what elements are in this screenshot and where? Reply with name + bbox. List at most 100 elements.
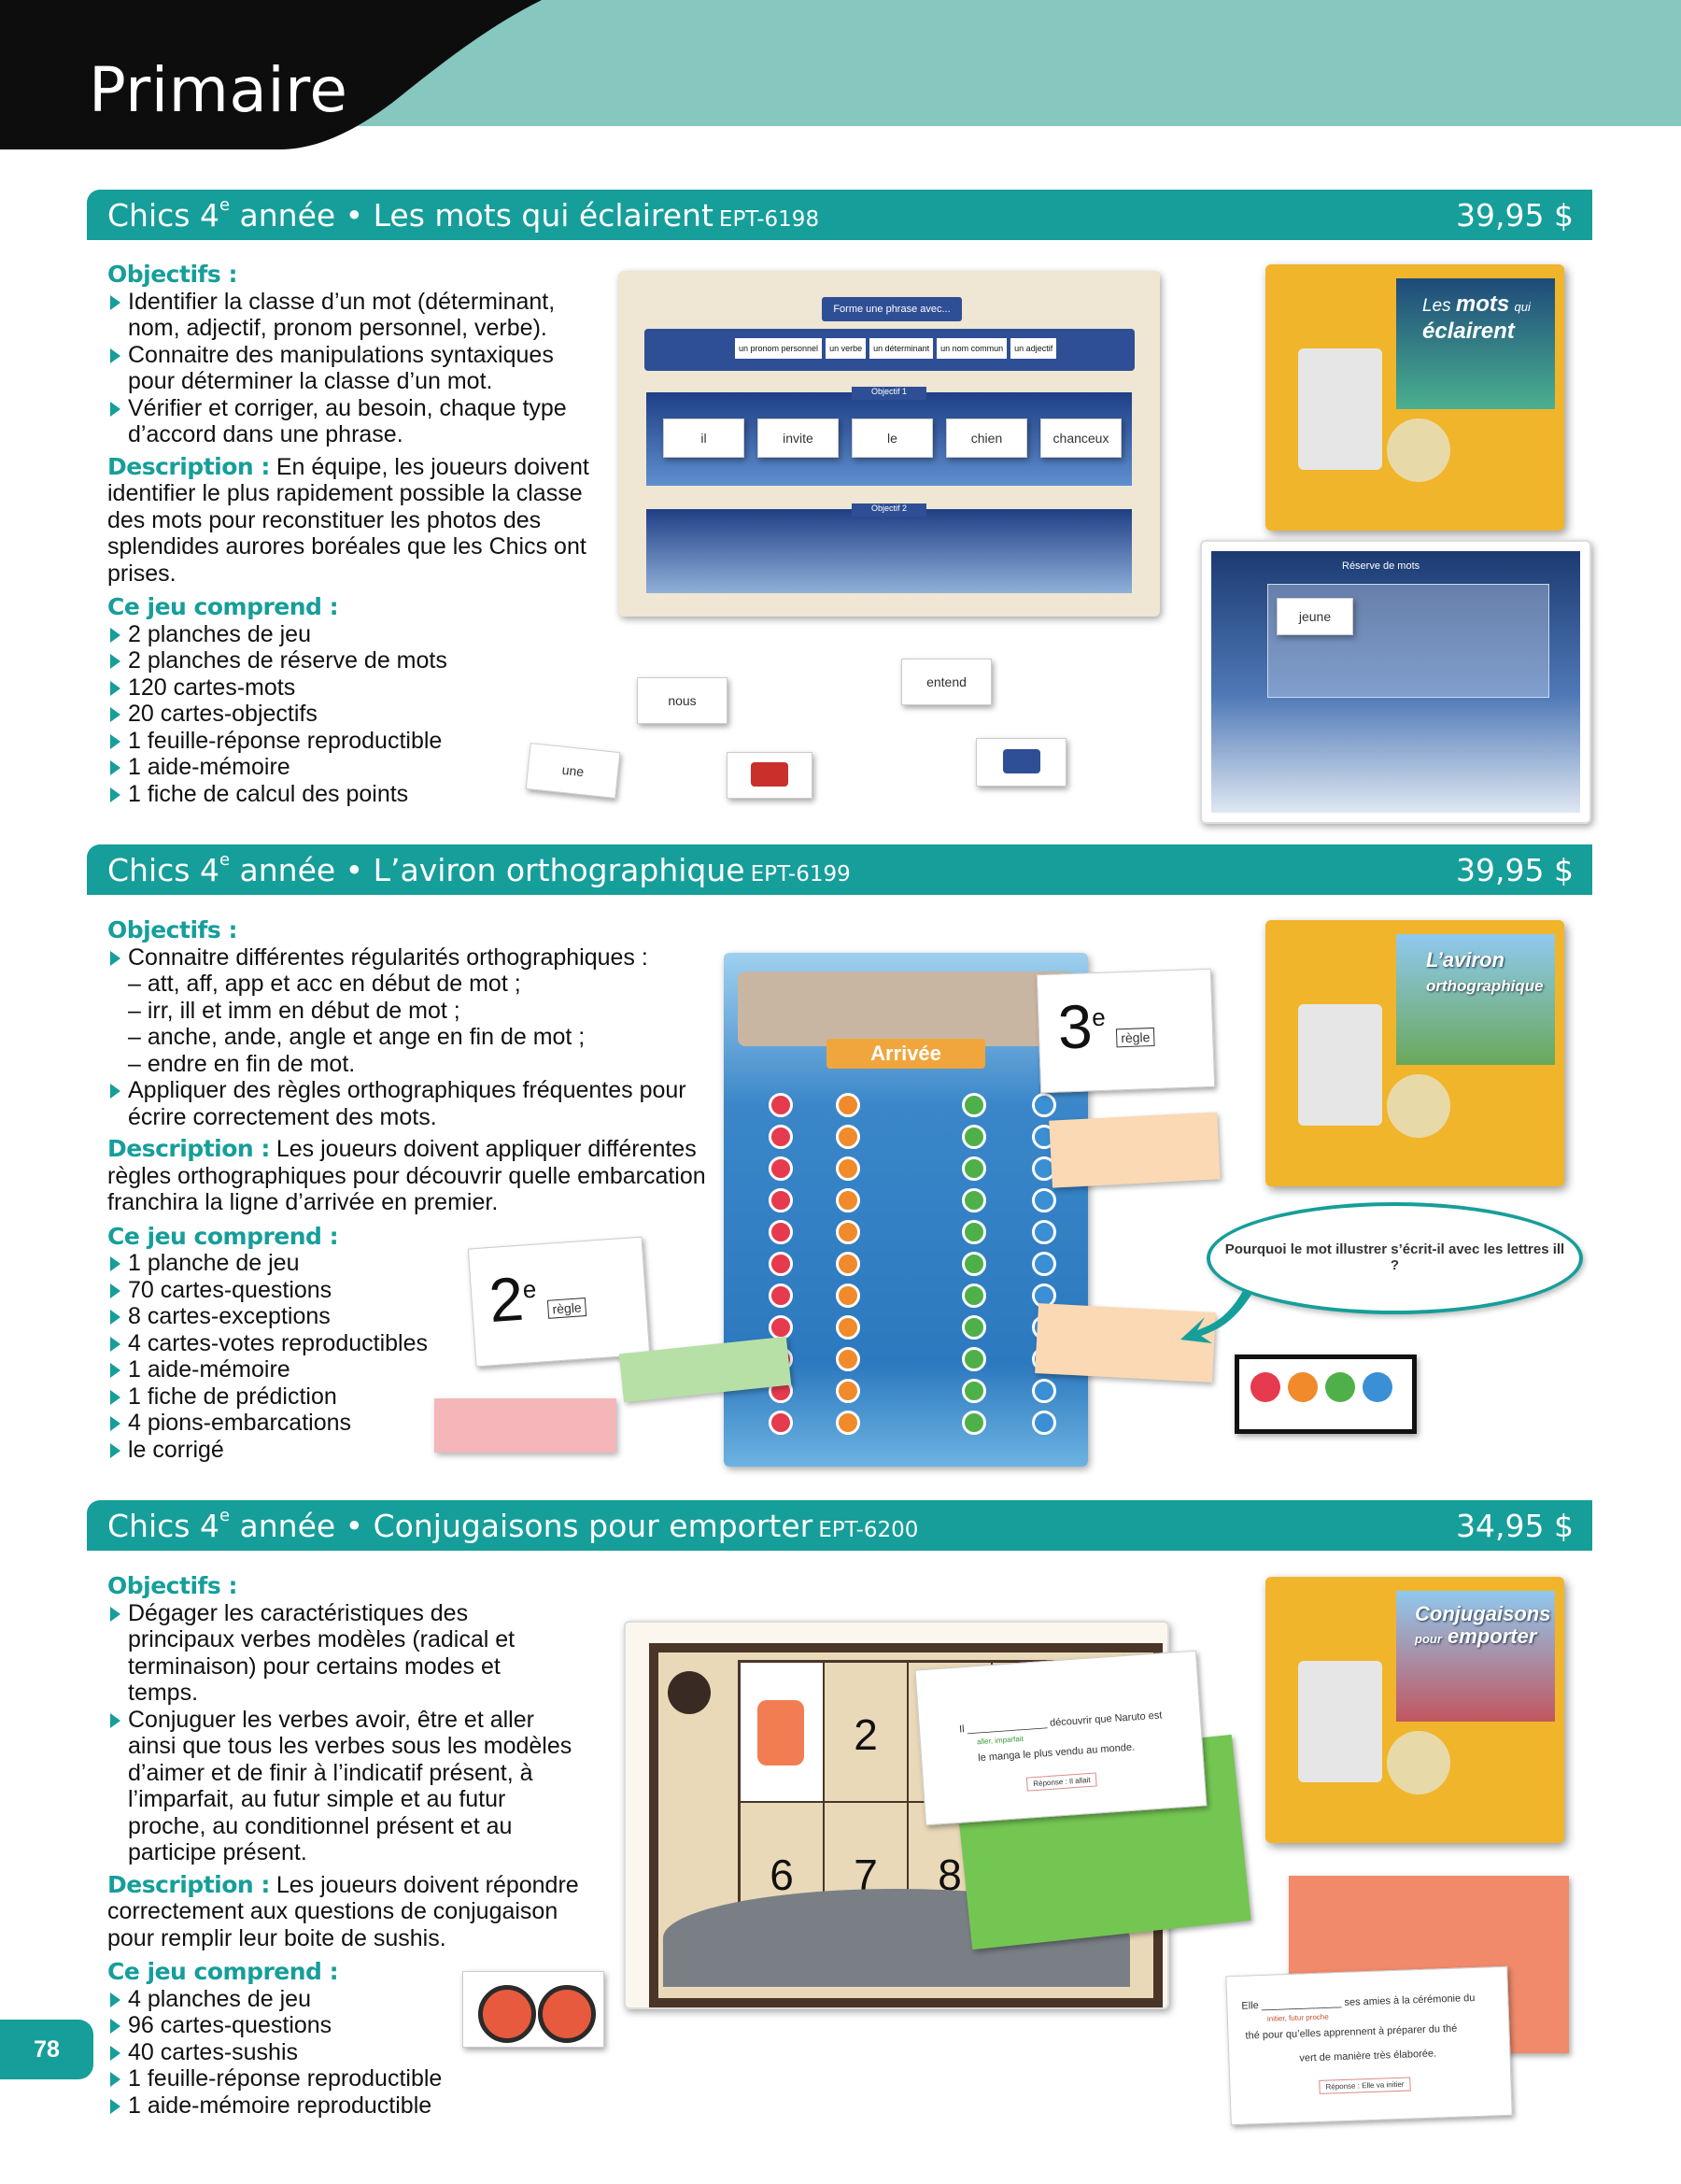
box-title-part: Les bbox=[1422, 296, 1451, 316]
description-text: En équipe, les joueurs doivent identifie… bbox=[107, 453, 589, 587]
title-prefix: Chics 4 bbox=[107, 197, 219, 234]
lane-dot bbox=[836, 1411, 860, 1435]
description-label: Description : bbox=[107, 1135, 270, 1162]
lane-dot bbox=[962, 1283, 986, 1308]
lane-dot bbox=[769, 1093, 793, 1117]
list-item: 2 planches de réserve de mots bbox=[107, 647, 602, 674]
description: Description : En équipe, les joueurs doi… bbox=[107, 453, 602, 588]
box-art bbox=[1396, 278, 1555, 409]
lane-dot bbox=[962, 1411, 986, 1435]
answer-box: Réponse : Elle va initier bbox=[1319, 2077, 1411, 2094]
token-orange bbox=[1288, 1372, 1318, 1402]
box-title-part: éclairent bbox=[1422, 319, 1515, 344]
camera-icon bbox=[751, 762, 788, 787]
lane-dot bbox=[769, 1220, 793, 1244]
box-art bbox=[1396, 934, 1555, 1065]
list-item: – att, aff, app et acc en début de mot ; bbox=[128, 971, 521, 997]
question-line: le manga le plus vendu au monde. bbox=[977, 1741, 1136, 1765]
id-badge bbox=[1298, 1004, 1382, 1126]
token-blue bbox=[1363, 1372, 1392, 1402]
bubble-arrow bbox=[1180, 1289, 1251, 1343]
description-label: Description : bbox=[107, 1870, 270, 1898]
lane-dot bbox=[962, 1220, 986, 1244]
lane-dot bbox=[962, 1125, 986, 1149]
box-title-part: emporter bbox=[1448, 1624, 1537, 1648]
id-badge bbox=[1298, 348, 1382, 470]
camera-card bbox=[976, 738, 1067, 787]
list-item: 1 planche de jeu bbox=[107, 1250, 742, 1277]
q-text: ses amies à la cérémonie du bbox=[1344, 1993, 1476, 2008]
contents-list: 2 planches de jeu 2 planches de réserve … bbox=[107, 621, 602, 808]
question-line: vert de manière très élaborée. bbox=[1299, 2048, 1437, 2064]
header-black-tab bbox=[0, 0, 542, 149]
question-card-1: Il ______________ découvrir que Naruto e… bbox=[914, 1650, 1208, 1826]
lane-dot bbox=[962, 1379, 986, 1403]
rule-number: 3e bbox=[1056, 990, 1107, 1063]
sushi-icon bbox=[757, 1700, 804, 1766]
lane-dot bbox=[836, 1188, 860, 1213]
rule-card-3: 3e règle bbox=[1036, 968, 1216, 1094]
objectifs-label: Objectifs : bbox=[107, 261, 237, 288]
list-item: Identifier la classe d’un mot (détermina… bbox=[107, 289, 602, 342]
lane-dot bbox=[962, 1188, 986, 1213]
choice-item: un nom commun bbox=[937, 338, 1008, 359]
word-row: il invite le chien chanceux bbox=[663, 418, 1122, 458]
flag-seal bbox=[1387, 418, 1450, 482]
objectifs-list: Dégager les caractéristiques des princip… bbox=[107, 1600, 574, 1866]
question-line: thé pour qu’elles apprennent à préparer … bbox=[1245, 2022, 1458, 2042]
word-card: entend bbox=[901, 659, 992, 705]
objectifs-label: Objectifs : bbox=[107, 1572, 237, 1599]
contents-label: Ce jeu comprend : bbox=[107, 1958, 339, 1985]
product-code: EPT-6200 bbox=[818, 1518, 919, 1542]
camera-card bbox=[727, 752, 812, 799]
lane-dot bbox=[836, 1347, 860, 1371]
finish-banner: Arrivée bbox=[826, 1039, 985, 1069]
choice-item: un pronom personnel bbox=[735, 338, 823, 359]
box-art bbox=[1396, 1591, 1555, 1722]
lane-dot bbox=[769, 1252, 793, 1276]
box-title-part: mots bbox=[1455, 291, 1510, 317]
contents-list: 1 planche de jeu 70 cartes-questions 8 c… bbox=[107, 1250, 742, 1463]
prediction-card bbox=[1235, 1354, 1417, 1434]
flag-seal bbox=[1387, 1074, 1450, 1138]
box-title-part: Conjugaisons bbox=[1415, 1602, 1551, 1625]
flag-seal bbox=[1387, 1731, 1450, 1794]
page-number: 78 bbox=[0, 2020, 93, 2079]
lane-dot bbox=[769, 1188, 793, 1213]
lane-dot bbox=[1032, 1252, 1056, 1276]
game-board-1: Forme une phrase avec... un pronom perso… bbox=[618, 271, 1160, 617]
token-red bbox=[1250, 1372, 1280, 1402]
rule-card-2: 2e règle bbox=[467, 1236, 651, 1368]
list-item: 1 aide-mémoire bbox=[107, 754, 602, 781]
product-price: 39,95 $ bbox=[1456, 197, 1574, 234]
objective-label: Objectif 2 bbox=[852, 503, 926, 517]
product-2-text: Objectifs : Connaitre différentes régula… bbox=[107, 916, 742, 1463]
question-line: Elle ______________ ses amies à la cérém… bbox=[1241, 1993, 1476, 2012]
product-code: EPT-6199 bbox=[750, 862, 851, 886]
id-badge bbox=[1298, 1661, 1382, 1782]
description-text: Les joueurs doivent répondre correctemen… bbox=[107, 1871, 579, 1951]
rowing-board: Arrivée bbox=[724, 953, 1088, 1467]
sushi-card bbox=[462, 1971, 604, 2048]
objectifs-list: Connaitre différentes régularités orthog… bbox=[107, 944, 742, 1131]
list-item: 40 cartes-sushis bbox=[107, 2039, 584, 2066]
list-item: Conjuguer les verbes avoir, être et alle… bbox=[107, 1707, 574, 1866]
choice-item: un adjectif bbox=[1010, 338, 1057, 359]
lane-dot bbox=[1032, 1220, 1056, 1244]
lanes bbox=[724, 953, 1088, 1467]
rule-word: règle bbox=[1115, 1027, 1155, 1048]
product-3-text: Objectifs : Dégager les caractéristiques… bbox=[107, 1572, 584, 2119]
q-text: découvrir que Naruto est bbox=[1049, 1709, 1163, 1729]
list-item: Connaitre des manipulations syntaxiques … bbox=[107, 342, 602, 395]
list-item: 120 cartes-mots bbox=[107, 674, 602, 702]
product-price: 39,95 $ bbox=[1456, 852, 1574, 888]
lane-dot bbox=[1032, 1093, 1056, 1117]
title-ordinal: e bbox=[219, 850, 231, 870]
word-card: jeune bbox=[1277, 598, 1353, 635]
lane-dot bbox=[769, 1315, 793, 1340]
lane-dot bbox=[836, 1093, 860, 1117]
list-item: Connaitre différentes régularités orthog… bbox=[107, 944, 742, 971]
